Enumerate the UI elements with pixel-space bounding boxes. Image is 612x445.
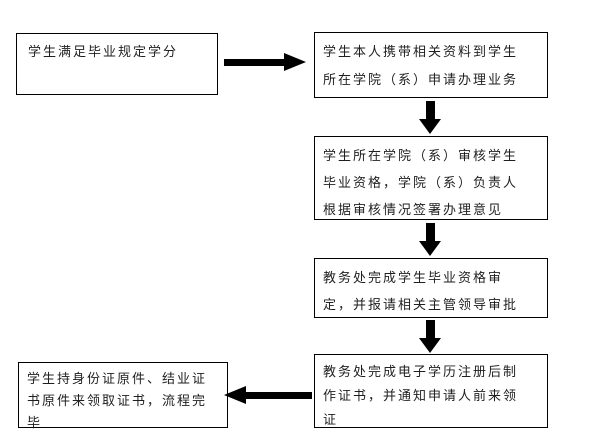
node-make-certificate: 教务处完成电子学历注册后制 作证书，并通知申请人前来领 证 [314,354,548,428]
node-college-review-label: 学生所在学院（系）审核学生 毕业资格，学院（系）负责人 根据审核情况签署办理意见 [323,148,519,217]
arrow-down-icon [419,119,441,134]
arrow-shaft [425,320,435,338]
node-apply-at-college: 学生本人携带相关资料到学生 所在学院（系）申请办理业务 [314,32,548,98]
arrow-apply-to-review [419,101,441,134]
node-credits-met-label: 学生满足毕业规定学分 [28,44,179,59]
arrow-shaft [425,101,435,119]
node-credits-met: 学生满足毕业规定学分 [16,33,218,95]
node-office-approval: 教务处完成学生毕业资格审 定，并报请相关主管领导审批 [314,258,548,318]
arrow-review-to-approval [419,223,441,256]
arrow-down-icon [419,338,441,353]
arrow-shaft [425,223,435,241]
node-apply-at-college-label: 学生本人携带相关资料到学生 所在学院（系）申请办理业务 [323,44,519,87]
node-collect-certificate-label: 学生持身份证原件、结业证 书原件来领取证书，流程完 毕 [27,371,208,430]
arrow-shaft [224,58,284,66]
node-make-certificate-label: 教务处完成电子学历注册后制 作证书，并通知申请人前来领 证 [323,364,519,427]
arrow-credits-to-apply [224,53,306,71]
node-college-review: 学生所在学院（系）审核学生 毕业资格，学院（系）负责人 根据审核情况签署办理意见 [314,136,548,220]
arrow-approval-to-certificate [419,320,441,353]
arrow-left-icon [224,386,246,404]
node-collect-certificate: 学生持身份证原件、结业证 书原件来领取证书，流程完 毕 [18,362,228,430]
arrow-shaft [246,391,312,399]
node-office-approval-label: 教务处完成学生毕业资格审 定，并报请相关主管领导审批 [323,270,519,312]
arrow-certificate-to-collect [224,386,312,404]
arrow-right-icon [284,53,306,71]
arrow-down-icon [419,241,441,256]
